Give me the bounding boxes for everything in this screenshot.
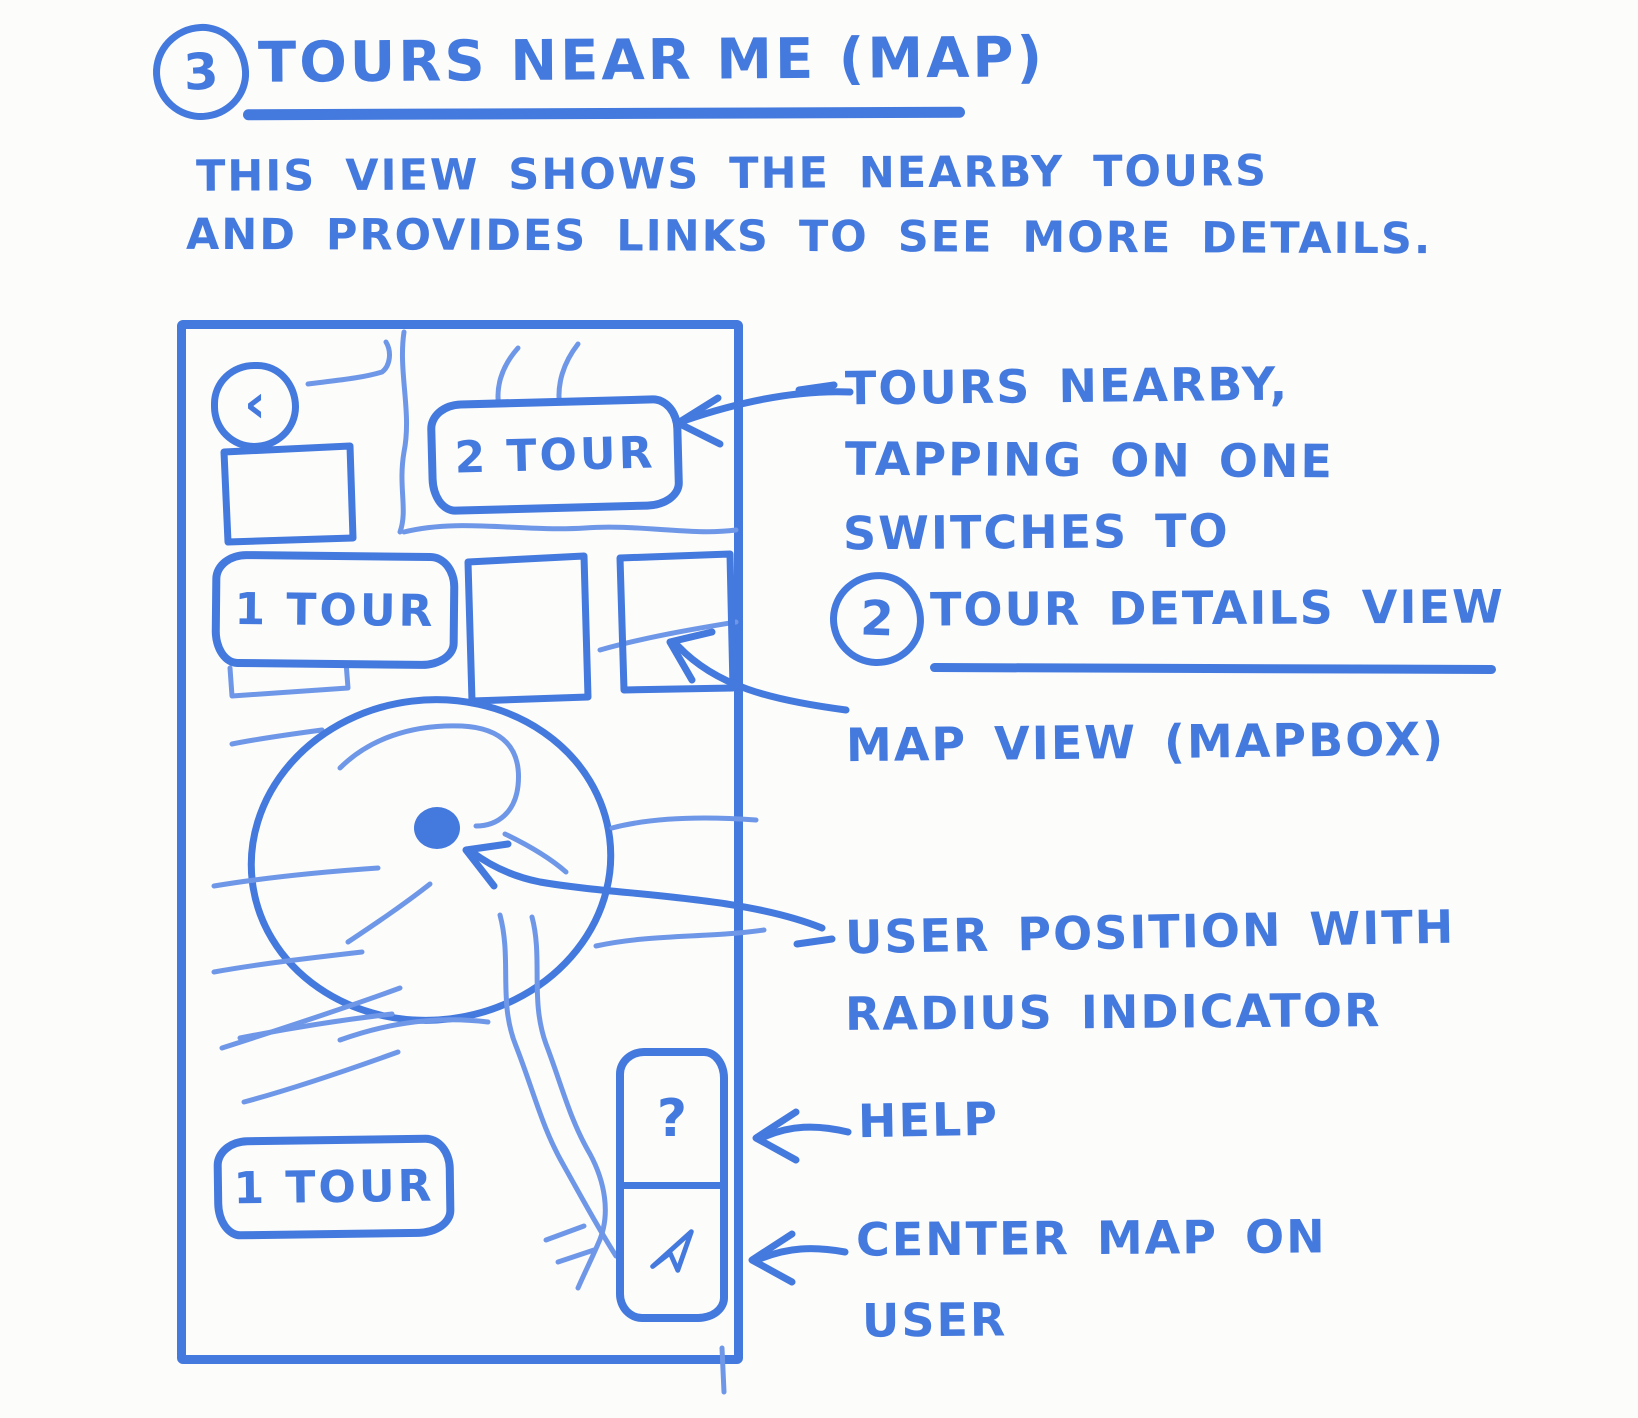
tour-details-step-number: 2 [859,590,895,648]
note-center-map-line1: CENTER MAP ON [855,1209,1327,1267]
back-icon: ‹ [243,371,267,435]
note-tours-nearby-line2: TAPPING ON ONE [844,431,1335,489]
tour-pin-label: 1 TOUR [233,1160,435,1214]
note-tours-nearby-line1: TOURS NEARBY, [844,356,1290,416]
navigation-arrow-icon [650,1229,694,1273]
note-help: HELP [857,1091,1000,1149]
tour-pin-label: 2 TOUR [453,426,657,484]
arrow-center-map [748,1230,849,1286]
tour-pin-top[interactable]: 2 TOUR [426,394,684,516]
tour-pin-left[interactable]: 1 TOUR [211,550,459,670]
phone-frame [177,320,743,1364]
note-tour-details: TOUR DETAILS VIEW [929,579,1505,637]
title-underline [242,106,966,121]
center-map-button[interactable] [624,1181,720,1315]
dash-bullet-tours [795,381,838,394]
map-control-stack: ? [616,1048,728,1322]
note-user-position-line2: RADIUS INDICATOR [844,983,1382,1041]
tour-pin-bottom[interactable]: 1 TOUR [213,1134,455,1240]
description-line-2: AND PROVIDES LINKS TO SEE MORE DETAILS. [185,209,1433,265]
step-number: 3 [182,42,220,102]
note-center-map-line2: USER [861,1292,1008,1348]
note-user-position-line1: USER POSITION WITH [844,899,1456,965]
step-number-badge: 3 [150,21,252,123]
arrow-help [752,1108,852,1164]
dash-bullet-user [793,935,836,948]
tour-details-underline [929,663,1497,674]
page-title: TOURS NEAR ME (MAP) [257,25,1046,96]
description-line-1: THIS VIEW SHOWS THE NEARBY TOURS [195,146,1269,202]
back-button[interactable]: ‹ [211,362,299,450]
note-map-view: MAP VIEW (MAPBOX) [845,711,1446,773]
help-button[interactable]: ? [624,1056,720,1182]
tour-details-step-badge: 2 [828,570,926,668]
help-icon: ? [656,1088,688,1149]
note-tours-nearby-line3: SWITCHES TO [842,503,1230,561]
tour-pin-label: 1 TOUR [234,583,436,637]
